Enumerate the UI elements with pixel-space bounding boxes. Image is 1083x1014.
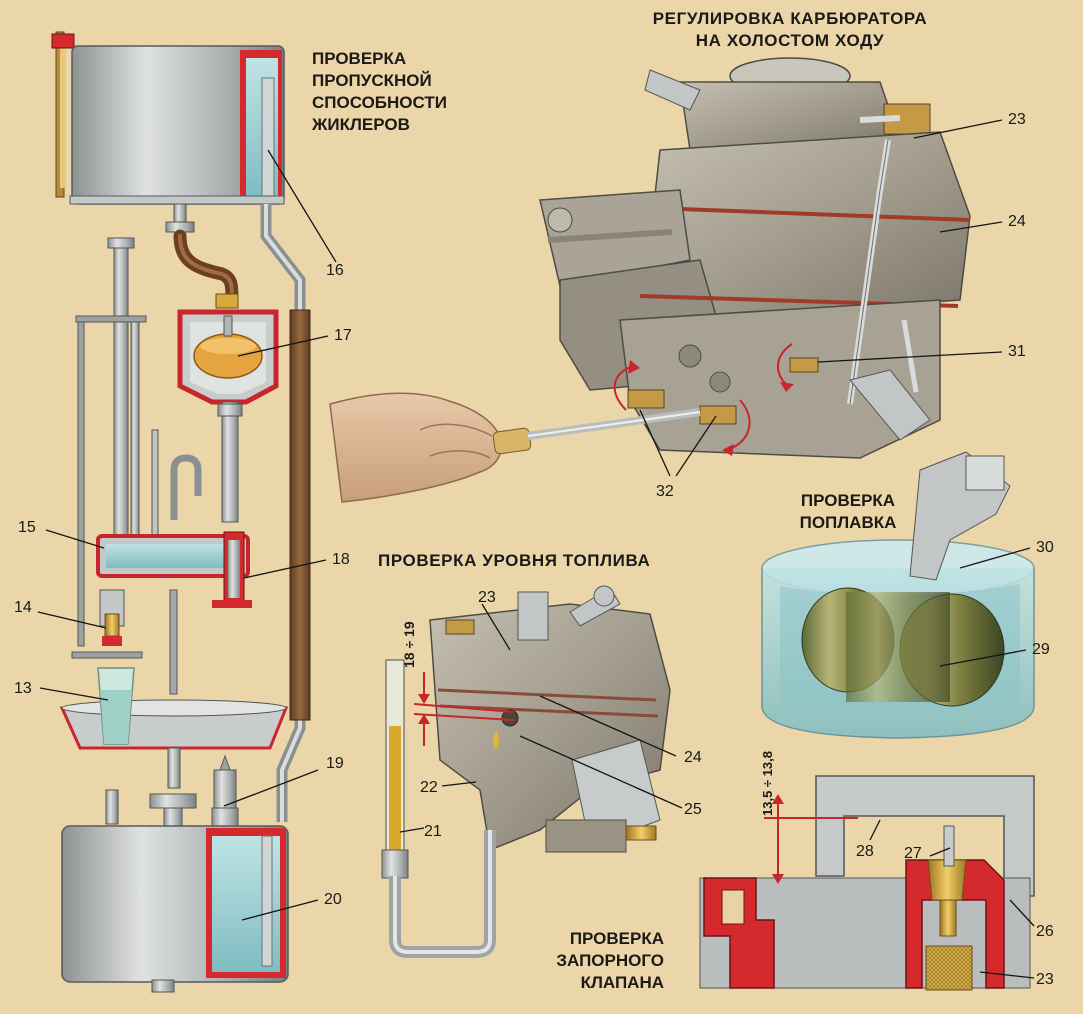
jet-flow-test-rig <box>51 31 311 993</box>
callout-23-valve: 23 <box>1036 971 1054 988</box>
fuel-level-carburetor <box>381 585 671 958</box>
callout-14: 14 <box>14 599 32 616</box>
supply-hose <box>165 203 239 305</box>
callout-32: 32 <box>656 483 674 500</box>
callout-26: 26 <box>1036 923 1054 940</box>
title-shutoff-valve-line-2: ЗАПОРНОГО <box>556 951 664 970</box>
manifold-15 <box>96 531 252 608</box>
callout-27: 27 <box>904 845 922 862</box>
callout-24-fuel-level: 24 <box>684 749 702 766</box>
title-float-check-line-1: ПРОВЕРКА <box>801 491 895 510</box>
title-float-check-line-2: ПОПЛАВКА <box>800 513 897 532</box>
callout-23-idle: 23 <box>1008 111 1026 128</box>
callout-17: 17 <box>334 327 352 344</box>
title-shutoff-valve-line-1: ПРОВЕРКА <box>570 929 664 948</box>
title-jet-check-line-1: ПРОВЕРКА <box>312 49 406 68</box>
carburetor-idle-assembly <box>539 57 971 459</box>
lower-tank <box>61 789 289 993</box>
shutoff-valve-section <box>699 775 1035 991</box>
dimension-labels: 18 ÷ 19 13,5 ÷ 13,8 <box>401 621 775 816</box>
test-stand <box>71 237 202 695</box>
title-jet-check-line-3: СПОСОБНОСТИ <box>312 93 447 112</box>
callout-15: 15 <box>18 519 36 536</box>
callout-22: 22 <box>420 779 438 796</box>
float-chamber <box>177 293 279 523</box>
title-idle-adjust-line-2: НА ХОЛОСТОМ ХОДУ <box>696 31 884 50</box>
callout-28: 28 <box>856 843 874 860</box>
title-jet-check-line-2: ПРОПУСКНОЙ <box>312 71 432 90</box>
callout-23-fuel-level: 23 <box>478 589 496 606</box>
title-jet-check-line-4: ЖИКЛЕРОВ <box>311 115 410 134</box>
callout-24-idle: 24 <box>1008 213 1026 230</box>
hand-with-screwdriver <box>329 392 701 503</box>
float-test-bath <box>761 451 1035 739</box>
callout-20: 20 <box>324 891 342 908</box>
upper-tank <box>51 31 285 205</box>
callout-13: 13 <box>14 680 32 697</box>
callout-16: 16 <box>326 262 344 279</box>
section-titles: ПРОВЕРКА ПРОПУСКНОЙ СПОСОБНОСТИ ЖИКЛЕРОВ… <box>311 9 927 992</box>
callout-29: 29 <box>1032 641 1050 658</box>
jet-14 <box>99 589 125 646</box>
title-shutoff-valve-line-3: КЛАПАНА <box>581 973 664 992</box>
callout-30: 30 <box>1036 539 1054 556</box>
dimension-float-height: 13,5 ÷ 13,8 <box>760 751 775 816</box>
return-pipe <box>260 204 311 822</box>
leader-lines <box>37 119 1035 979</box>
dimension-fuel-level: 18 ÷ 19 <box>401 621 417 668</box>
callout-numbers: 13 14 15 16 17 18 19 20 21 22 23 24 31 3… <box>14 111 1054 988</box>
callout-19: 19 <box>326 755 344 772</box>
callout-25: 25 <box>684 801 702 818</box>
callout-21: 21 <box>424 823 442 840</box>
title-idle-adjust-line-1: РЕГУЛИРОВКА КАРБЮРАТОРА <box>653 9 928 28</box>
callout-18: 18 <box>332 551 350 568</box>
collection-pan <box>59 667 289 829</box>
title-fuel-level: ПРОВЕРКА УРОВНЯ ТОПЛИВА <box>378 551 650 570</box>
callout-31: 31 <box>1008 343 1026 360</box>
